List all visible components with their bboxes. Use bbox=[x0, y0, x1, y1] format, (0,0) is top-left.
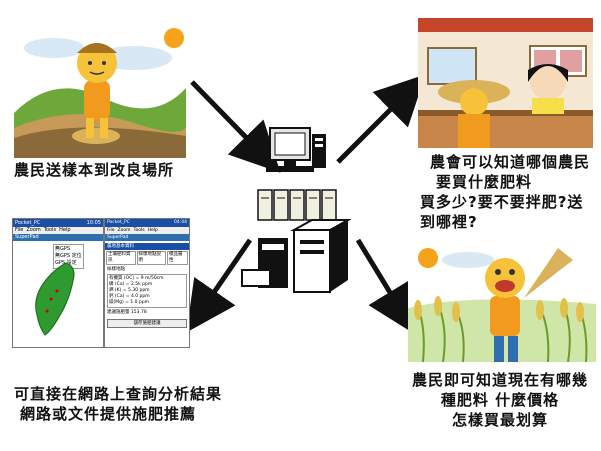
arrow-farmer-to-computer bbox=[190, 80, 281, 173]
sun-icon bbox=[418, 248, 438, 268]
fan-icon bbox=[524, 248, 573, 298]
sun-icon bbox=[164, 28, 184, 48]
menu-help[interactable]: Help bbox=[59, 227, 71, 233]
caption-line: 農會可以知道哪個農民 bbox=[430, 153, 591, 171]
association-shop-illustration bbox=[418, 18, 593, 148]
workstation-icon bbox=[241, 219, 352, 293]
recommend-amount: 建議施肥量 153.78 bbox=[107, 310, 147, 315]
pda-app-bar: SuperPad bbox=[105, 234, 189, 241]
pda-menu-bar: File Zoom Tools Help bbox=[105, 227, 189, 234]
pda-map-screen: Pocket_PC 10:05 File Zoom Tools Help Sup… bbox=[12, 218, 104, 348]
caption-farmer-sends-sample: 農民送樣本到改良場所 bbox=[14, 161, 175, 179]
caption-line: 要買什麼肥料 bbox=[436, 173, 533, 191]
tab-soil-fertilizer[interactable]: 土壤肥料資訊 bbox=[106, 251, 136, 265]
farmer-face bbox=[485, 258, 525, 298]
tab-sample-attr[interactable]: 樣品屬性 bbox=[167, 251, 188, 265]
save-recommendation-button[interactable]: 儲存施肥建議 bbox=[107, 319, 187, 328]
caption-line: 網路或文件提供施肥推薦 bbox=[20, 405, 197, 423]
dialog-tabs: 土壤肥料資訊 採樣地點說明 樣品屬性 bbox=[105, 250, 189, 266]
cloud-icon bbox=[442, 252, 494, 268]
caption-line: 買多少?要不要拌肥?送 bbox=[420, 193, 584, 211]
menu-help[interactable]: Help bbox=[147, 228, 158, 233]
caption-line: 種肥料 什麼價格 bbox=[440, 391, 560, 409]
straw-hat-icon bbox=[72, 128, 120, 144]
menu-tools[interactable]: Tools bbox=[133, 228, 145, 233]
pda-title: Pocket_PC bbox=[15, 220, 41, 226]
computer-cluster bbox=[238, 120, 358, 300]
pda-title-bar: Pocket_PC 10:05 bbox=[13, 219, 103, 227]
clerk-face bbox=[530, 64, 566, 100]
soil-value-row: 磷 (Ca) = 2.5k ppm bbox=[109, 282, 153, 287]
caption-farmer-knows: 農民即可知道現在有哪幾 種肥料 什麼價格 怎樣買最划算 bbox=[405, 370, 595, 430]
pda-time: 10:05 bbox=[86, 220, 101, 226]
soil-value-row: 鎂(Mg) = 1.0 ppm bbox=[109, 300, 150, 305]
tab-sampling-site[interactable]: 採樣地點說明 bbox=[136, 251, 166, 265]
menu-file[interactable]: File bbox=[15, 227, 24, 233]
menu-file[interactable]: File bbox=[107, 228, 115, 233]
farmer-field-illustration bbox=[14, 18, 186, 158]
menu-zoom[interactable]: Zoom bbox=[26, 227, 41, 233]
gps-menu-item[interactable]: 無GPS 定位 bbox=[55, 253, 82, 259]
soil-value-row: 鉀 (K) = 5.30 ppm bbox=[109, 288, 150, 293]
caption-online-query: 可直接在網路上查詢分析結果 網路或文件提供施肥推薦 bbox=[14, 384, 234, 424]
menu-zoom[interactable]: Zoom bbox=[117, 228, 131, 233]
soil-values: 有機質 (OC) = 9 m/50cm 磷 (Ca) = 2.5k ppm 鉀 … bbox=[107, 274, 187, 308]
caption-line: 農民即可知道現在有哪幾 bbox=[411, 371, 588, 389]
pda-title-bar: Pocket_PC 04:44 bbox=[105, 219, 189, 227]
arrow-computer-to-association bbox=[336, 74, 426, 164]
dialog-title: 農地基本資料 bbox=[105, 243, 189, 250]
window-icon bbox=[427, 47, 477, 85]
arrow-computer-to-pda bbox=[186, 238, 253, 333]
caption-association-knows: 農會可以知道哪個農民 要買什麼肥料 買多少?要不要拌肥?送 到哪裡? bbox=[420, 152, 600, 232]
caption-line: 怎樣買最划算 bbox=[451, 411, 548, 429]
caption-line: 到哪裡? bbox=[420, 213, 478, 231]
soil-value-row: 有機質 (OC) = 9 m/50cm bbox=[109, 276, 164, 281]
pda-menu-bar: File Zoom Tools Help bbox=[13, 227, 103, 234]
menu-tools[interactable]: Tools bbox=[43, 227, 57, 233]
pda-title: Pocket_PC bbox=[107, 220, 130, 225]
taiwan-map-icon bbox=[35, 262, 75, 336]
dialog-section: 採樣地點 bbox=[107, 267, 125, 272]
pda-data-screen: Pocket_PC 04:44 File Zoom Tools Help Sup… bbox=[104, 218, 190, 348]
soil-value-row: 鈣 (Ca) = 4.0 ppm bbox=[109, 294, 150, 299]
arrow-computer-to-farmer-result bbox=[355, 238, 416, 335]
server-rack-icon bbox=[257, 189, 337, 221]
monitor-icon bbox=[266, 127, 326, 172]
rice-field-illustration bbox=[408, 238, 596, 362]
caption-line: 可直接在網路上查詢分析結果 bbox=[14, 385, 223, 403]
pda-app-bar: SuperPad bbox=[13, 234, 103, 241]
gps-menu-item[interactable]: 無GPS bbox=[55, 246, 71, 252]
pda-time: 04:44 bbox=[174, 220, 187, 225]
